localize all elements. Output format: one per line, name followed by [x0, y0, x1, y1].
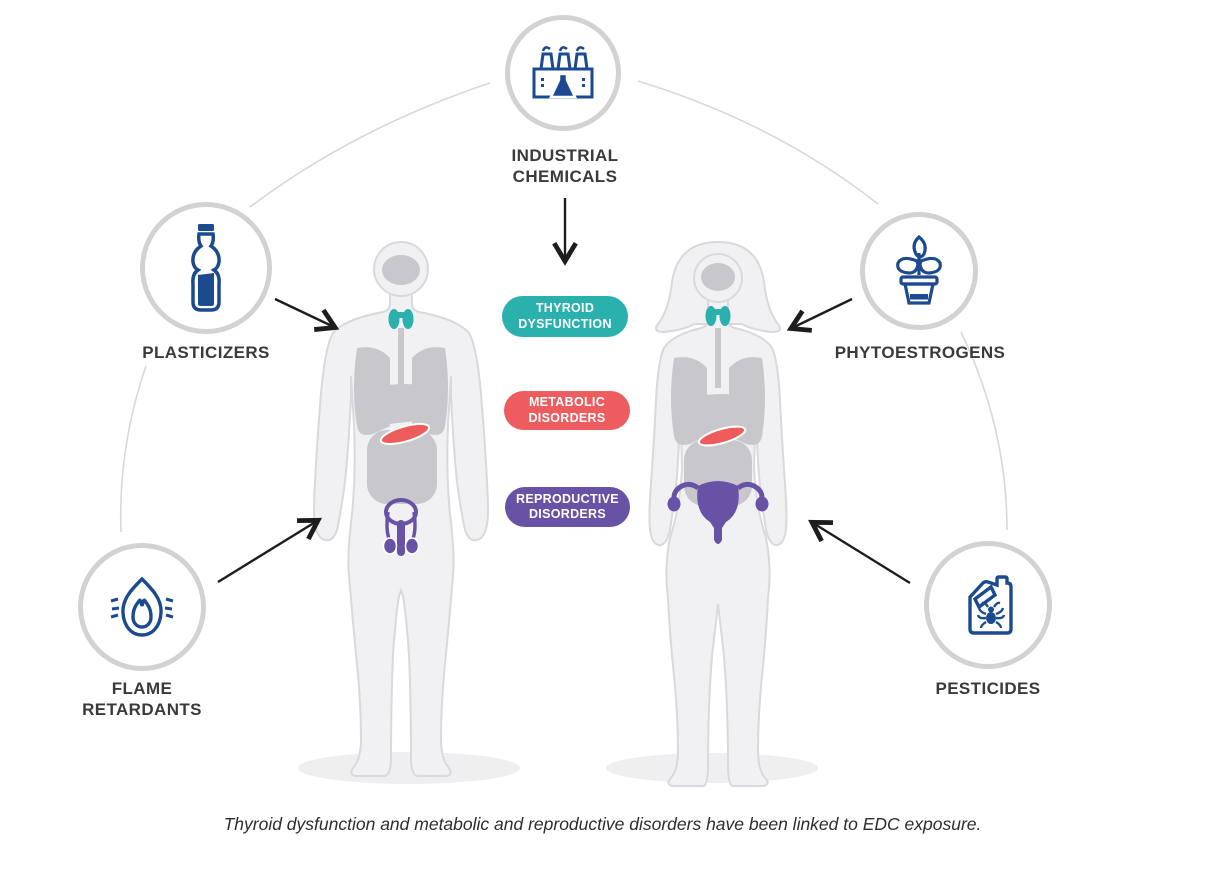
arrow-pesticides: [808, 519, 911, 585]
pesticides-label: PESTICIDES: [888, 678, 1088, 699]
phytoestrogens-circle: [860, 212, 978, 330]
male-brain: [382, 255, 420, 285]
badge-line-1: REPRODUCTIVE: [516, 491, 619, 506]
badge-line-1: THYROID: [535, 301, 595, 315]
label-line-1: PESTICIDES: [935, 679, 1041, 698]
bug-glyph: [976, 601, 1006, 629]
female-pancreas: [697, 425, 747, 447]
label-line-1: INDUSTRIAL: [511, 146, 619, 165]
flame-retardants-circle: [78, 543, 206, 671]
male-silhouette: [313, 241, 489, 777]
female-uterus: [667, 481, 769, 544]
pesticide-canister-icon: [968, 575, 1013, 635]
badge-line-2: DISORDERS: [528, 507, 607, 521]
male-reproductive-organs: [382, 498, 420, 556]
female-thyroid: [705, 306, 731, 326]
female-figure-shadow: [606, 753, 818, 783]
male-liver: [362, 384, 438, 424]
arc-industrial-to-phytoestrogens: [637, 80, 879, 205]
label-line-2: RETARDANTS: [82, 700, 202, 719]
female-brain: [701, 263, 735, 291]
label-line-2: CHEMICALS: [512, 167, 618, 186]
plasticizers-label: PLASTICIZERS: [106, 342, 306, 363]
male-organs-gray: [354, 255, 448, 504]
figure-caption: Thyroid dysfunction and metabolic and re…: [223, 814, 982, 834]
potted-plant-icon: [896, 235, 942, 305]
male-thyroid: [388, 309, 414, 329]
metabolic-disorders-badge: METABOLIC DISORDERS: [504, 391, 630, 430]
flame-icon: [110, 576, 174, 637]
female-figure: [612, 236, 824, 790]
badge-line-2: DISORDERS: [528, 410, 606, 425]
female-liver: [679, 394, 755, 434]
badge-line-1: METABOLIC: [528, 395, 606, 409]
arc-flame-to-plasticizers: [119, 365, 147, 533]
industrial-chemicals-circle: [505, 15, 621, 131]
female-organs-gray: [671, 263, 765, 506]
male-intestines: [367, 430, 437, 504]
plasticizers-circle: [140, 202, 272, 334]
industrial-chemicals-label: INDUSTRIAL CHEMICALS: [465, 145, 665, 187]
male-figure-shadow: [298, 752, 520, 784]
male-pancreas: [379, 423, 431, 445]
phytoestrogens-label: PHYTOESTROGENS: [820, 342, 1020, 363]
label-line-1: FLAME: [111, 679, 173, 698]
arc-plasticizers-to-industrial: [249, 82, 491, 208]
thyroid-dysfunction-badge: THYROID DYSFUNCTION: [502, 296, 628, 337]
male-figure: [293, 224, 509, 790]
plastic-bottle-icon: [191, 224, 221, 312]
factory-icon: [532, 46, 594, 99]
male-trachea: [398, 328, 404, 390]
reproductive-disorders-badge: REPRODUCTIVE DISORDERS: [505, 487, 630, 527]
flame-retardants-label: FLAME RETARDANTS: [42, 678, 242, 720]
label-line-1: PLASTICIZERS: [142, 343, 270, 362]
female-trachea: [715, 328, 721, 388]
badge-line-2: DYSFUNCTION: [518, 316, 612, 331]
pesticides-circle: [924, 541, 1052, 669]
label-line-1: PHYTOESTROGENS: [834, 343, 1006, 362]
